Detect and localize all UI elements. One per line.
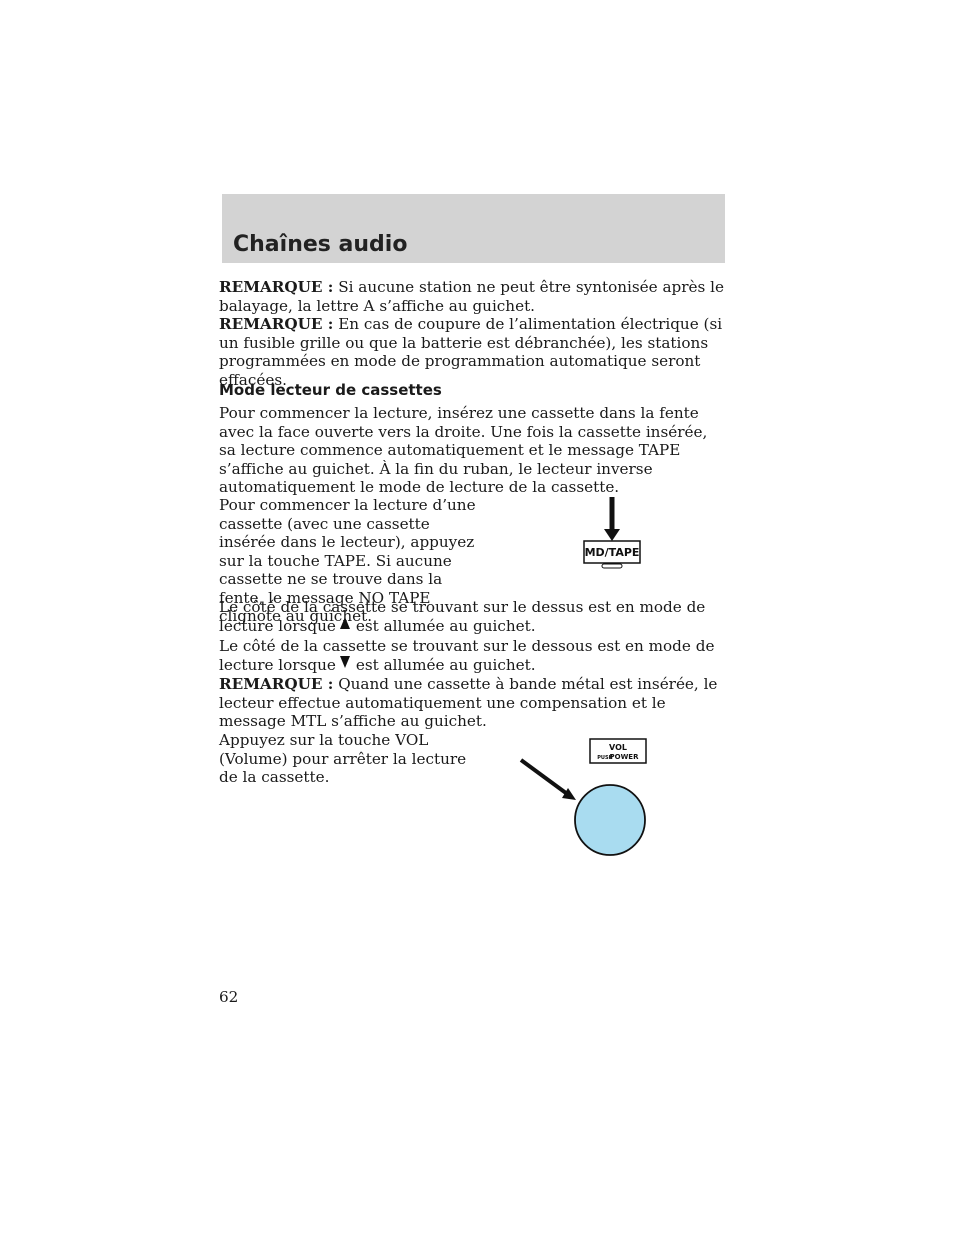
paragraph-top-side: Le côté de la cassette se trouvant sur l… bbox=[219, 598, 724, 635]
note-2-label: REMARQUE : bbox=[219, 315, 334, 333]
note-3: REMARQUE : Quand une cassette à bande mé… bbox=[219, 675, 724, 731]
page-number: 62 bbox=[219, 988, 239, 1006]
paragraph-bottom-side-a: Le côté de la cassette se trouvant sur l… bbox=[219, 637, 715, 674]
note-3-text: Quand une cassette à bande métal est ins… bbox=[219, 675, 718, 730]
note-3-label: REMARQUE : bbox=[219, 675, 334, 693]
push-label: PUSH bbox=[597, 755, 613, 761]
note-1-text: Si aucune station ne peut être syntonisé… bbox=[219, 278, 724, 315]
note-1: REMARQUE : Si aucune station ne peut êtr… bbox=[219, 278, 724, 315]
paragraph-bottom-side: Le côté de la cassette se trouvant sur l… bbox=[219, 637, 724, 674]
volume-knob bbox=[574, 784, 646, 856]
paragraph-cassette-insert: Pour commencer la lecture, insérez une c… bbox=[219, 404, 708, 496]
page-header-title: Chaînes audio bbox=[233, 232, 408, 257]
header-band bbox=[222, 194, 725, 263]
md-tape-button-figure: MD/TAPE bbox=[583, 497, 641, 569]
note-2-text: En cas de coupure de l’alimentation élec… bbox=[219, 315, 723, 389]
vol-label: VOL bbox=[609, 743, 627, 752]
paragraph-bottom-side-b: est allumée au guichet. bbox=[355, 655, 536, 674]
power-label: POWER bbox=[610, 753, 640, 761]
note-2: REMARQUE : En cas de coupure de l’alimen… bbox=[219, 315, 724, 389]
arrow-down-icon bbox=[339, 655, 350, 668]
tape-indicator-light bbox=[601, 563, 623, 569]
md-tape-button bbox=[583, 540, 641, 564]
vol-knob-figure: VOL PUSH POWER bbox=[519, 738, 647, 856]
section-title: Mode lecteur de cassettes bbox=[219, 381, 442, 399]
paragraph-tape-button: Pour commencer la lecture d’une cassette… bbox=[219, 496, 476, 625]
md-tape-label: MD/TAPE bbox=[585, 546, 640, 559]
note-1-label: REMARQUE : bbox=[219, 278, 334, 296]
arrow-up-icon bbox=[339, 616, 350, 629]
vol-label-box bbox=[589, 738, 647, 764]
paragraph-top-side-a: Le côté de la cassette se trouvant sur l… bbox=[219, 598, 706, 635]
paragraph-top-side-b: est allumée au guichet. bbox=[355, 616, 536, 635]
paragraph-vol-stop: Appuyez sur la touche VOL (Volume) pour … bbox=[219, 731, 467, 786]
